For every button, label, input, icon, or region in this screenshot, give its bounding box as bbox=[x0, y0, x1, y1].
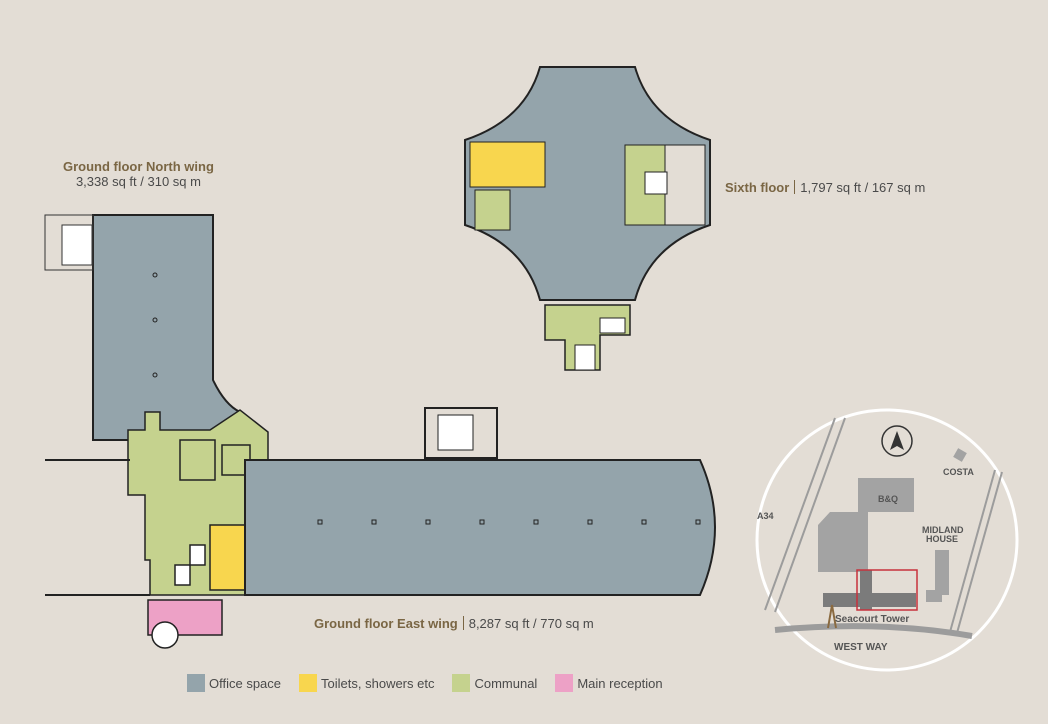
legend-label: Toilets, showers etc bbox=[321, 675, 435, 691]
map-label-house: HOUSE bbox=[926, 534, 958, 544]
legend-item-office: Office space bbox=[187, 674, 281, 692]
column bbox=[587, 519, 593, 525]
map-label-tower: Seacourt Tower bbox=[835, 614, 909, 625]
toilets-east bbox=[209, 524, 246, 591]
column bbox=[695, 519, 701, 525]
map-label-bq: B&Q bbox=[878, 494, 898, 504]
sixth-floor-title: Sixth floor bbox=[725, 180, 790, 195]
compass-north-icon bbox=[881, 425, 913, 457]
site-highlight bbox=[856, 569, 918, 611]
column bbox=[425, 519, 431, 525]
column bbox=[152, 317, 158, 323]
legend-item-reception: Main reception bbox=[555, 674, 663, 692]
column bbox=[152, 372, 158, 378]
sixth-floor-plan bbox=[464, 66, 711, 371]
north-wing-label: Ground floor North wing 3,338 sq ft / 31… bbox=[63, 159, 214, 189]
map-label-costa: COSTA bbox=[943, 467, 974, 477]
sixth-floor-area: 1,797 sq ft / 167 sq m bbox=[800, 180, 926, 195]
sixth-toilets bbox=[469, 141, 546, 188]
sixth-floor-label: Sixth floor 1,797 sq ft / 167 sq m bbox=[725, 180, 925, 195]
legend-label: Communal bbox=[474, 675, 538, 691]
map-label-westway: WEST WAY bbox=[834, 642, 888, 653]
column bbox=[641, 519, 647, 525]
communal-core bbox=[127, 409, 269, 596]
east-wing-plan bbox=[244, 407, 716, 596]
legend-item-toilets: Toilets, showers etc bbox=[299, 674, 434, 692]
column bbox=[479, 519, 485, 525]
map-label-a34: A34 bbox=[757, 511, 774, 521]
north-wing-area: 3,338 sq ft / 310 sq m bbox=[75, 174, 201, 189]
sixth-office-space bbox=[464, 66, 711, 301]
north-office-space bbox=[92, 214, 241, 441]
north-wing-title: Ground floor North wing bbox=[63, 159, 214, 174]
east-wing-title: Ground floor East wing bbox=[314, 616, 458, 631]
legend-item-communal: Communal bbox=[452, 674, 537, 692]
column bbox=[533, 519, 539, 525]
column bbox=[371, 519, 377, 525]
map-label-midland: MIDLAND bbox=[922, 525, 964, 535]
location-map: A34 COSTA B&Q MIDLAND HOUSE Seacourt Tow… bbox=[755, 408, 1019, 672]
revolving-door bbox=[151, 621, 179, 649]
legend: Office space Toilets, showers etc Commun… bbox=[187, 674, 663, 692]
column bbox=[152, 272, 158, 278]
north-wing-plan bbox=[44, 214, 241, 441]
east-wing-area: 8,287 sq ft / 770 sq m bbox=[468, 616, 594, 631]
column bbox=[317, 519, 323, 525]
east-office-space bbox=[244, 459, 716, 596]
main-reception bbox=[147, 599, 223, 636]
legend-label: Main reception bbox=[577, 675, 663, 691]
east-wing-label: Ground floor East wing 8,287 sq ft / 770 … bbox=[314, 616, 594, 631]
west-corridor bbox=[45, 459, 150, 596]
legend-label: Office space bbox=[209, 675, 282, 691]
